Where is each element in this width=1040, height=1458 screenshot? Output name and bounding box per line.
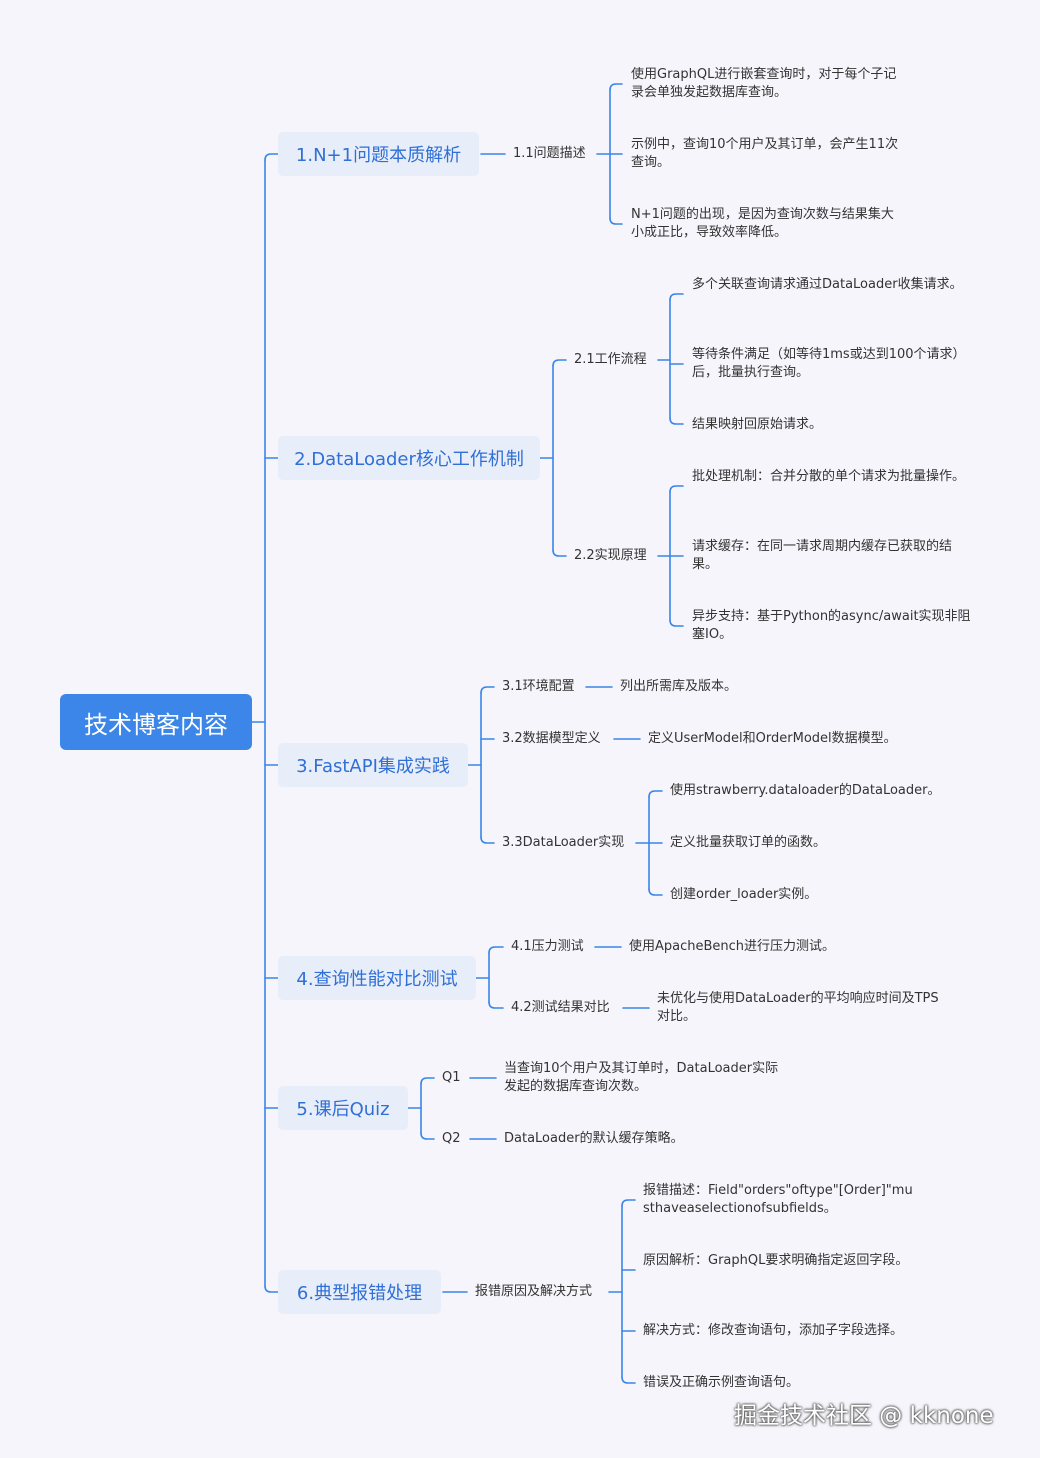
leaf-6-1-3[interactable]: 解决方式：修改查询语句，添加子字段选择。	[643, 1323, 904, 1338]
connector-42	[488, 946, 504, 954]
leaf-3-3-1[interactable]: 使用strawberry.dataloader的DataLoader。	[670, 783, 941, 798]
leaf-2-2-1[interactable]: 批处理机制：合并分散的单个请求为批量操作。	[692, 469, 966, 484]
connector-39	[648, 888, 663, 896]
connector-37	[648, 790, 663, 798]
connector-55	[621, 1199, 636, 1207]
subtopic-2-1[interactable]: 2.1工作流程	[574, 352, 647, 367]
connector-2	[264, 153, 279, 161]
connector-49	[420, 1132, 435, 1140]
connector-25	[669, 485, 684, 493]
connector-27	[669, 619, 684, 627]
subtopic-4-1[interactable]: 4.1压力测试	[511, 939, 584, 954]
section-2-node[interactable]: 2.DataLoader核心工作机制	[278, 436, 540, 480]
connector-30	[480, 686, 495, 694]
connector-7	[264, 1285, 279, 1293]
watermark: 掘金技术社区 @ kknone	[734, 1403, 994, 1429]
connector-32	[480, 836, 495, 844]
leaf-1-1-1[interactable]: 使用GraphQL进行嵌套查询时，对于每个子记录会单独发起数据库查询。	[631, 67, 897, 100]
leaf-6-1-4[interactable]: 错误及正确示例查询语句。	[643, 1375, 800, 1390]
connector-16	[552, 359, 567, 367]
section-4-node[interactable]: 4.查询性能对比测试	[278, 956, 476, 1000]
section-6-node[interactable]: 6.典型报错处理	[278, 1270, 441, 1314]
leaf-3-2-1[interactable]: 定义UserModel和OrderModel数据模型。	[648, 731, 897, 746]
connector-43	[488, 1001, 504, 1009]
subtopic-2-2[interactable]: 2.2实现原理	[574, 548, 647, 563]
leaf-3-3-2[interactable]: 定义批量获取订单的函数。	[670, 835, 827, 850]
leaf-q2[interactable]: DataLoader的默认缓存策略。	[504, 1131, 684, 1146]
subtopic-4-2[interactable]: 4.2测试结果对比	[511, 1000, 610, 1015]
leaf-2-1-2[interactable]: 等待条件满足（如等待1ms或达到100个请求）后，批量执行查询。	[692, 347, 966, 380]
root-node[interactable]: 技术博客内容	[60, 694, 252, 750]
section-5-node[interactable]: 5.课后Quiz	[278, 1086, 408, 1130]
connector-58	[621, 1376, 636, 1384]
leaf-2-1-3[interactable]: 结果映射回原始请求。	[692, 417, 823, 432]
leaf-2-2-2[interactable]: 请求缓存：在同一请求周期内缓存已获取的结果。	[692, 539, 953, 572]
connector-11	[609, 83, 623, 91]
leaf-6-1-2[interactable]: 原因解析：GraphQL要求明确指定返回字段。	[643, 1253, 909, 1268]
leaf-4-1-1[interactable]: 使用ApacheBench进行压力测试。	[629, 939, 836, 954]
subtopic-3-1[interactable]: 3.1环境配置	[502, 679, 575, 694]
subtopic-q2[interactable]: Q2	[442, 1131, 461, 1146]
leaf-4-2-1[interactable]: 未优化与使用DataLoader的平均响应时间及TPS对比。	[657, 991, 939, 1024]
section-3-node[interactable]: 3.FastAPI集成实践	[278, 743, 468, 787]
subtopic-1-1[interactable]: 1.1问题描述	[513, 146, 586, 161]
subtopic-q1[interactable]: Q1	[442, 1070, 461, 1085]
leaf-2-2-3[interactable]: 异步支持：基于Python的async/await实现非阻塞IO。	[692, 609, 971, 642]
subtopic-6-1[interactable]: 报错原因及解决方式	[475, 1284, 593, 1299]
leaf-6-1-1[interactable]: 报错描述：Field"orders"oftype"[Order]"musthav…	[643, 1183, 913, 1216]
subtopic-3-2[interactable]: 3.2数据模型定义	[502, 731, 601, 746]
connector-17	[552, 549, 567, 557]
connector-20	[669, 293, 684, 301]
subtopic-3-3[interactable]: 3.3DataLoader实现	[502, 835, 625, 850]
connector-48	[420, 1077, 435, 1085]
leaf-3-3-3[interactable]: 创建order_loader实例。	[670, 887, 818, 902]
leaf-3-1-1[interactable]: 列出所需库及版本。	[620, 679, 738, 694]
leaf-2-1-1[interactable]: 多个关联查询请求通过DataLoader收集请求。	[692, 277, 963, 292]
leaf-1-1-2[interactable]: 示例中，查询10个用户及其订单，会产生11次查询。	[631, 137, 899, 170]
section-1-node[interactable]: 1.N+1问题本质解析	[278, 132, 479, 176]
connector-13	[609, 217, 623, 225]
leaf-1-1-3[interactable]: N+1问题的出现，是因为查询次数与结果集大小成正比，导致效率降低。	[631, 207, 894, 240]
connector-22	[669, 417, 684, 425]
leaf-q1[interactable]: 当查询10个用户及其订单时，DataLoader实际发起的数据库查询次数。	[504, 1061, 779, 1094]
